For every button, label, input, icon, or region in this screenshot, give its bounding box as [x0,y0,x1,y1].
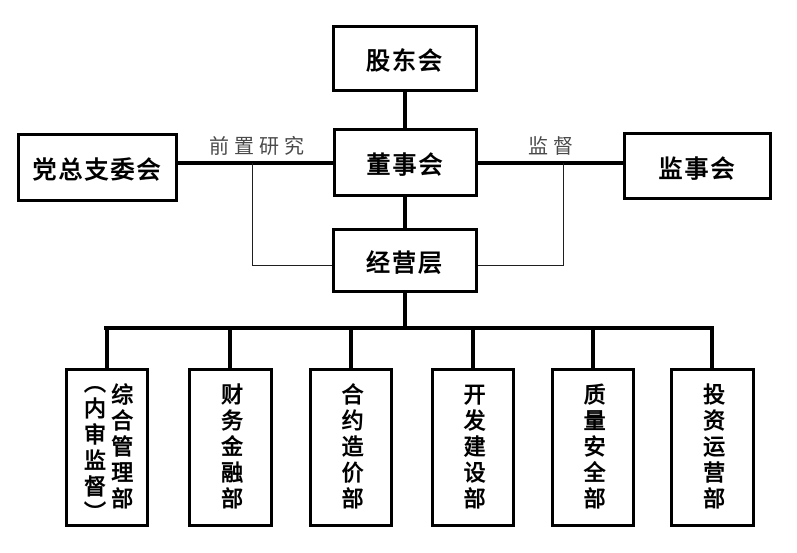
dept-sublabel: （内审监督） [81,371,106,527]
connector-supervisors-management-vertical [563,163,564,266]
node-party-committee: 党总支委会 [17,133,178,202]
edge-label-pre-research: 前置研究 [209,136,309,158]
dept-comprehensive-management: 综合管理部 （内审监督） [65,368,149,527]
connector-party-board [177,161,334,165]
dept-label: 财务金融部 [218,382,244,513]
connector-board-management [403,195,407,230]
connector-board-supervisors [477,161,624,165]
connector-bus-dept-3 [349,326,353,368]
dept-label: 开发建设部 [460,382,486,513]
dept-investment-operations: 投资运营部 [670,368,755,527]
dept-development-construction: 开发建设部 [431,368,515,527]
connector-shareholders-board [403,90,407,130]
dept-quality-safety: 质量安全部 [551,368,635,527]
node-shareholders: 股东会 [332,25,478,92]
edge-label-supervision: 监督 [528,136,578,158]
node-management: 经营层 [332,228,478,293]
connector-supervisors-management-horizontal [477,265,563,266]
dept-finance: 财务金融部 [188,368,273,527]
connector-party-management-horizontal [252,265,333,266]
node-board: 董事会 [333,128,478,197]
dept-label: 投资运营部 [700,382,726,513]
dept-label: 质量安全部 [580,382,606,513]
dept-label: 综合管理部 [108,382,134,513]
connector-bus-dept-5 [591,326,595,368]
department-bus [104,326,714,330]
node-supervisors: 监事会 [623,132,772,200]
connector-bus-dept-6 [710,326,714,368]
connector-management-bus [403,291,407,328]
dept-label: 合约造价部 [338,382,364,513]
connector-bus-dept-4 [471,326,475,368]
connector-bus-dept-2 [228,326,232,368]
connector-party-management-vertical [252,163,253,266]
connector-bus-dept-1 [105,326,109,368]
dept-contract-cost: 合约造价部 [309,368,393,527]
